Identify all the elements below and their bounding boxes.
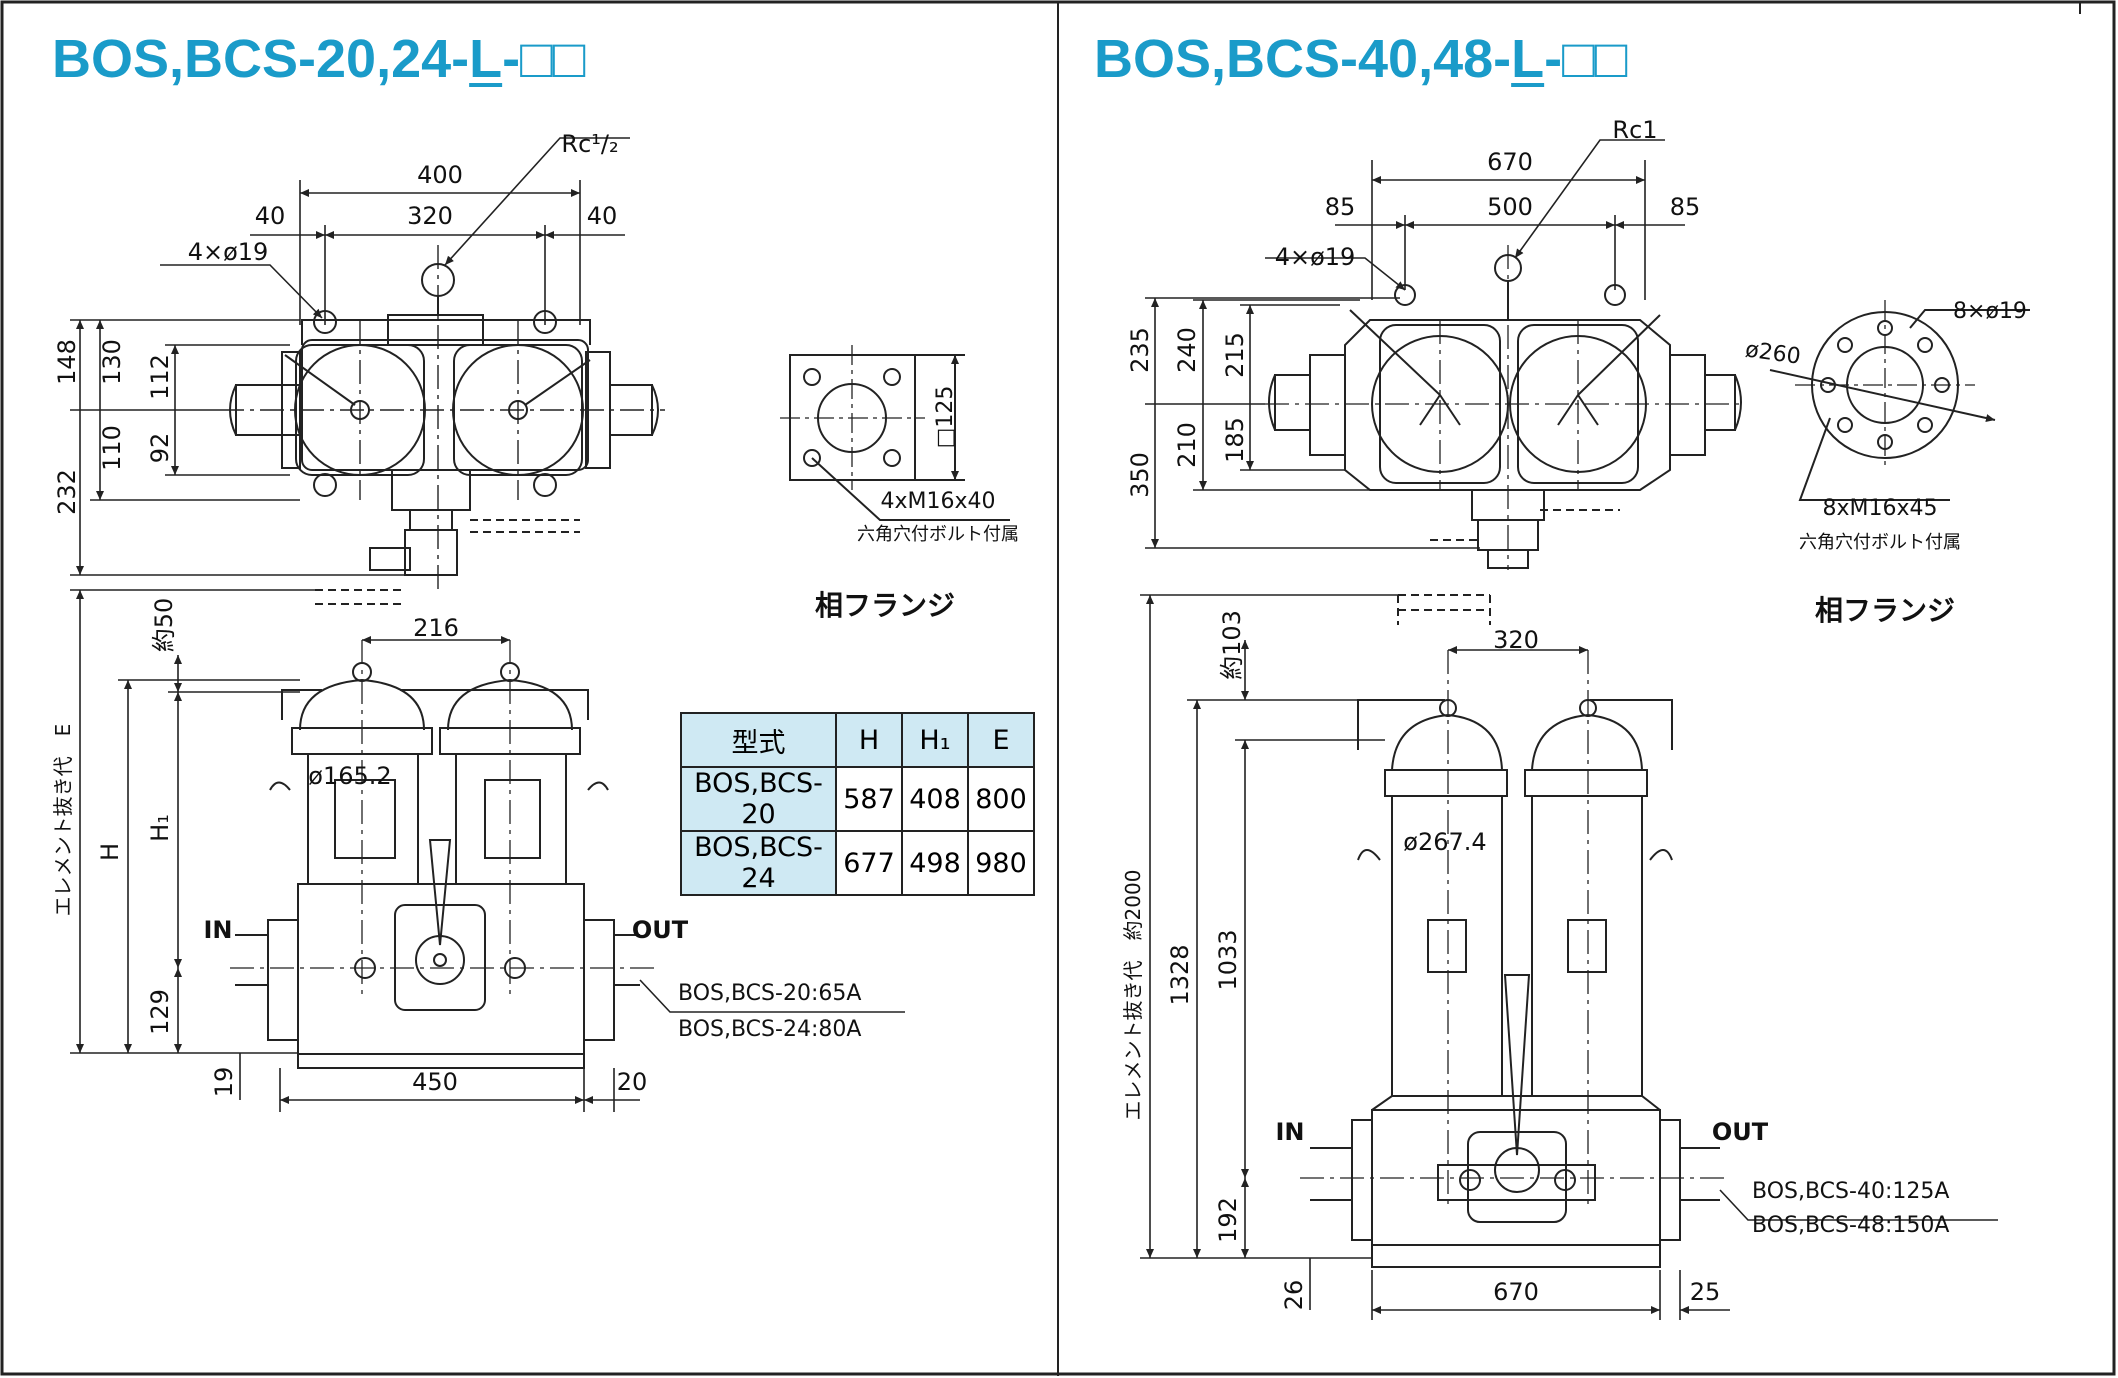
dim-approx103: 約103 xyxy=(1218,610,1246,680)
dim-112: 112 xyxy=(146,354,174,400)
dim-E: エレメント抜き代 E xyxy=(51,724,75,917)
dim-500: 500 xyxy=(1487,193,1533,221)
dim-130: 130 xyxy=(98,339,126,385)
port-rc-half: Rc¹/₂ xyxy=(561,130,618,158)
flange-holes: 8×ø19 xyxy=(1953,299,2027,324)
dim-40b: 40 xyxy=(587,202,618,230)
flange-label-right: 相フランジ xyxy=(1815,594,1955,627)
left-mating-flange xyxy=(780,345,1010,521)
dim-350: 350 xyxy=(1126,452,1154,498)
flange-bolts: 4xM16x40 xyxy=(880,489,995,514)
label-in: IN xyxy=(203,916,232,944)
holes-4x19: 4×ø19 xyxy=(188,238,269,266)
table-cell: 498 xyxy=(901,830,969,896)
right-panel-title: BOS,BCS-40,48-L-□□ xyxy=(1094,29,1628,89)
right-front-view xyxy=(1300,594,1730,1268)
dim-19: 19 xyxy=(210,1067,238,1098)
table-header-row: 型式 H H₁ E xyxy=(680,712,1035,768)
dim-320: 320 xyxy=(407,202,453,230)
label-out: OUT xyxy=(632,916,689,944)
dim-85a: 85 xyxy=(1325,193,1356,221)
dim-129: 129 xyxy=(146,989,174,1035)
label-out-right: OUT xyxy=(1712,1118,1769,1146)
dim-240: 240 xyxy=(1173,327,1201,373)
flange-note-right: 六角穴付ボルト付属 xyxy=(1799,532,1961,553)
dim-110: 110 xyxy=(98,425,126,471)
flange-bolts-right: 8xM16x45 xyxy=(1822,496,1937,521)
table-header: H xyxy=(835,712,903,768)
dim-148: 148 xyxy=(53,339,81,385)
size-24: BOS,BCS-24:80A xyxy=(678,1017,861,1042)
dim-1328: 1328 xyxy=(1166,944,1194,1005)
table-cell: 980 xyxy=(967,830,1035,896)
table-row: BOS,BCS-20 587 408 800 xyxy=(680,766,1035,832)
table-header: E xyxy=(967,712,1035,768)
dim-267: ø267.4 xyxy=(1403,828,1486,856)
dim-210: 210 xyxy=(1173,422,1201,468)
dim-670-bottom: 670 xyxy=(1493,1278,1539,1306)
flange-125: □125 xyxy=(933,386,958,449)
dim-H1: H₁ xyxy=(146,814,174,842)
table-cell: 408 xyxy=(901,766,969,832)
table-header: H₁ xyxy=(901,712,969,768)
dim-320-right: 320 xyxy=(1493,626,1539,654)
spec-table: 型式 H H₁ E BOS,BCS-20 587 408 800 BOS,BCS… xyxy=(680,712,1035,896)
left-front-view xyxy=(230,589,655,1069)
size-40: BOS,BCS-40:125A xyxy=(1752,1179,1949,1204)
table-cell: 677 xyxy=(835,830,903,896)
dim-216: 216 xyxy=(413,614,459,642)
dim-26: 26 xyxy=(1280,1280,1308,1311)
table-header: 型式 xyxy=(680,712,837,768)
table-cell: 587 xyxy=(835,766,903,832)
right-top-view xyxy=(1265,245,1745,570)
flange-label: 相フランジ xyxy=(815,589,955,622)
table-cell: BOS,BCS-24 xyxy=(680,830,837,896)
size-48: BOS,BCS-48:150A xyxy=(1752,1213,1949,1238)
dim-400: 400 xyxy=(417,161,463,189)
flange-note: 六角穴付ボルト付属 xyxy=(857,524,1019,545)
table-row: BOS,BCS-24 677 498 980 xyxy=(680,830,1035,896)
table-cell: BOS,BCS-20 xyxy=(680,766,837,832)
dim-85b: 85 xyxy=(1670,193,1701,221)
dim-192: 192 xyxy=(1214,1197,1242,1243)
table-cell: 800 xyxy=(967,766,1035,832)
dim-1033: 1033 xyxy=(1214,929,1242,990)
right-mating-flange xyxy=(1769,300,2030,501)
dim-25: 25 xyxy=(1690,1278,1721,1306)
dim-450: 450 xyxy=(412,1068,458,1096)
left-panel-title: BOS,BCS-20,24-L-□□ xyxy=(52,29,586,89)
dim-92: 92 xyxy=(146,433,174,464)
flange-260: ø260 xyxy=(1744,337,1802,369)
left-top-view xyxy=(220,245,665,590)
dim-approx50: 約50 xyxy=(150,598,178,653)
label-in-right: IN xyxy=(1275,1118,1304,1146)
dim-165: ø165.2 xyxy=(308,762,391,790)
dim-H: H xyxy=(96,843,124,861)
dim-185: 185 xyxy=(1221,417,1249,463)
dim-215: 215 xyxy=(1221,332,1249,378)
dim-E-right: エレメント抜き代 約2000 xyxy=(1121,870,1145,1121)
port-rc1: Rc1 xyxy=(1612,116,1657,144)
dim-20: 20 xyxy=(617,1068,648,1096)
dim-232: 232 xyxy=(53,469,81,515)
holes-right: 4×ø19 xyxy=(1275,243,1356,271)
dim-40a: 40 xyxy=(255,202,286,230)
dim-235: 235 xyxy=(1126,327,1154,373)
size-20: BOS,BCS-20:65A xyxy=(678,981,861,1006)
dim-670: 670 xyxy=(1487,148,1533,176)
